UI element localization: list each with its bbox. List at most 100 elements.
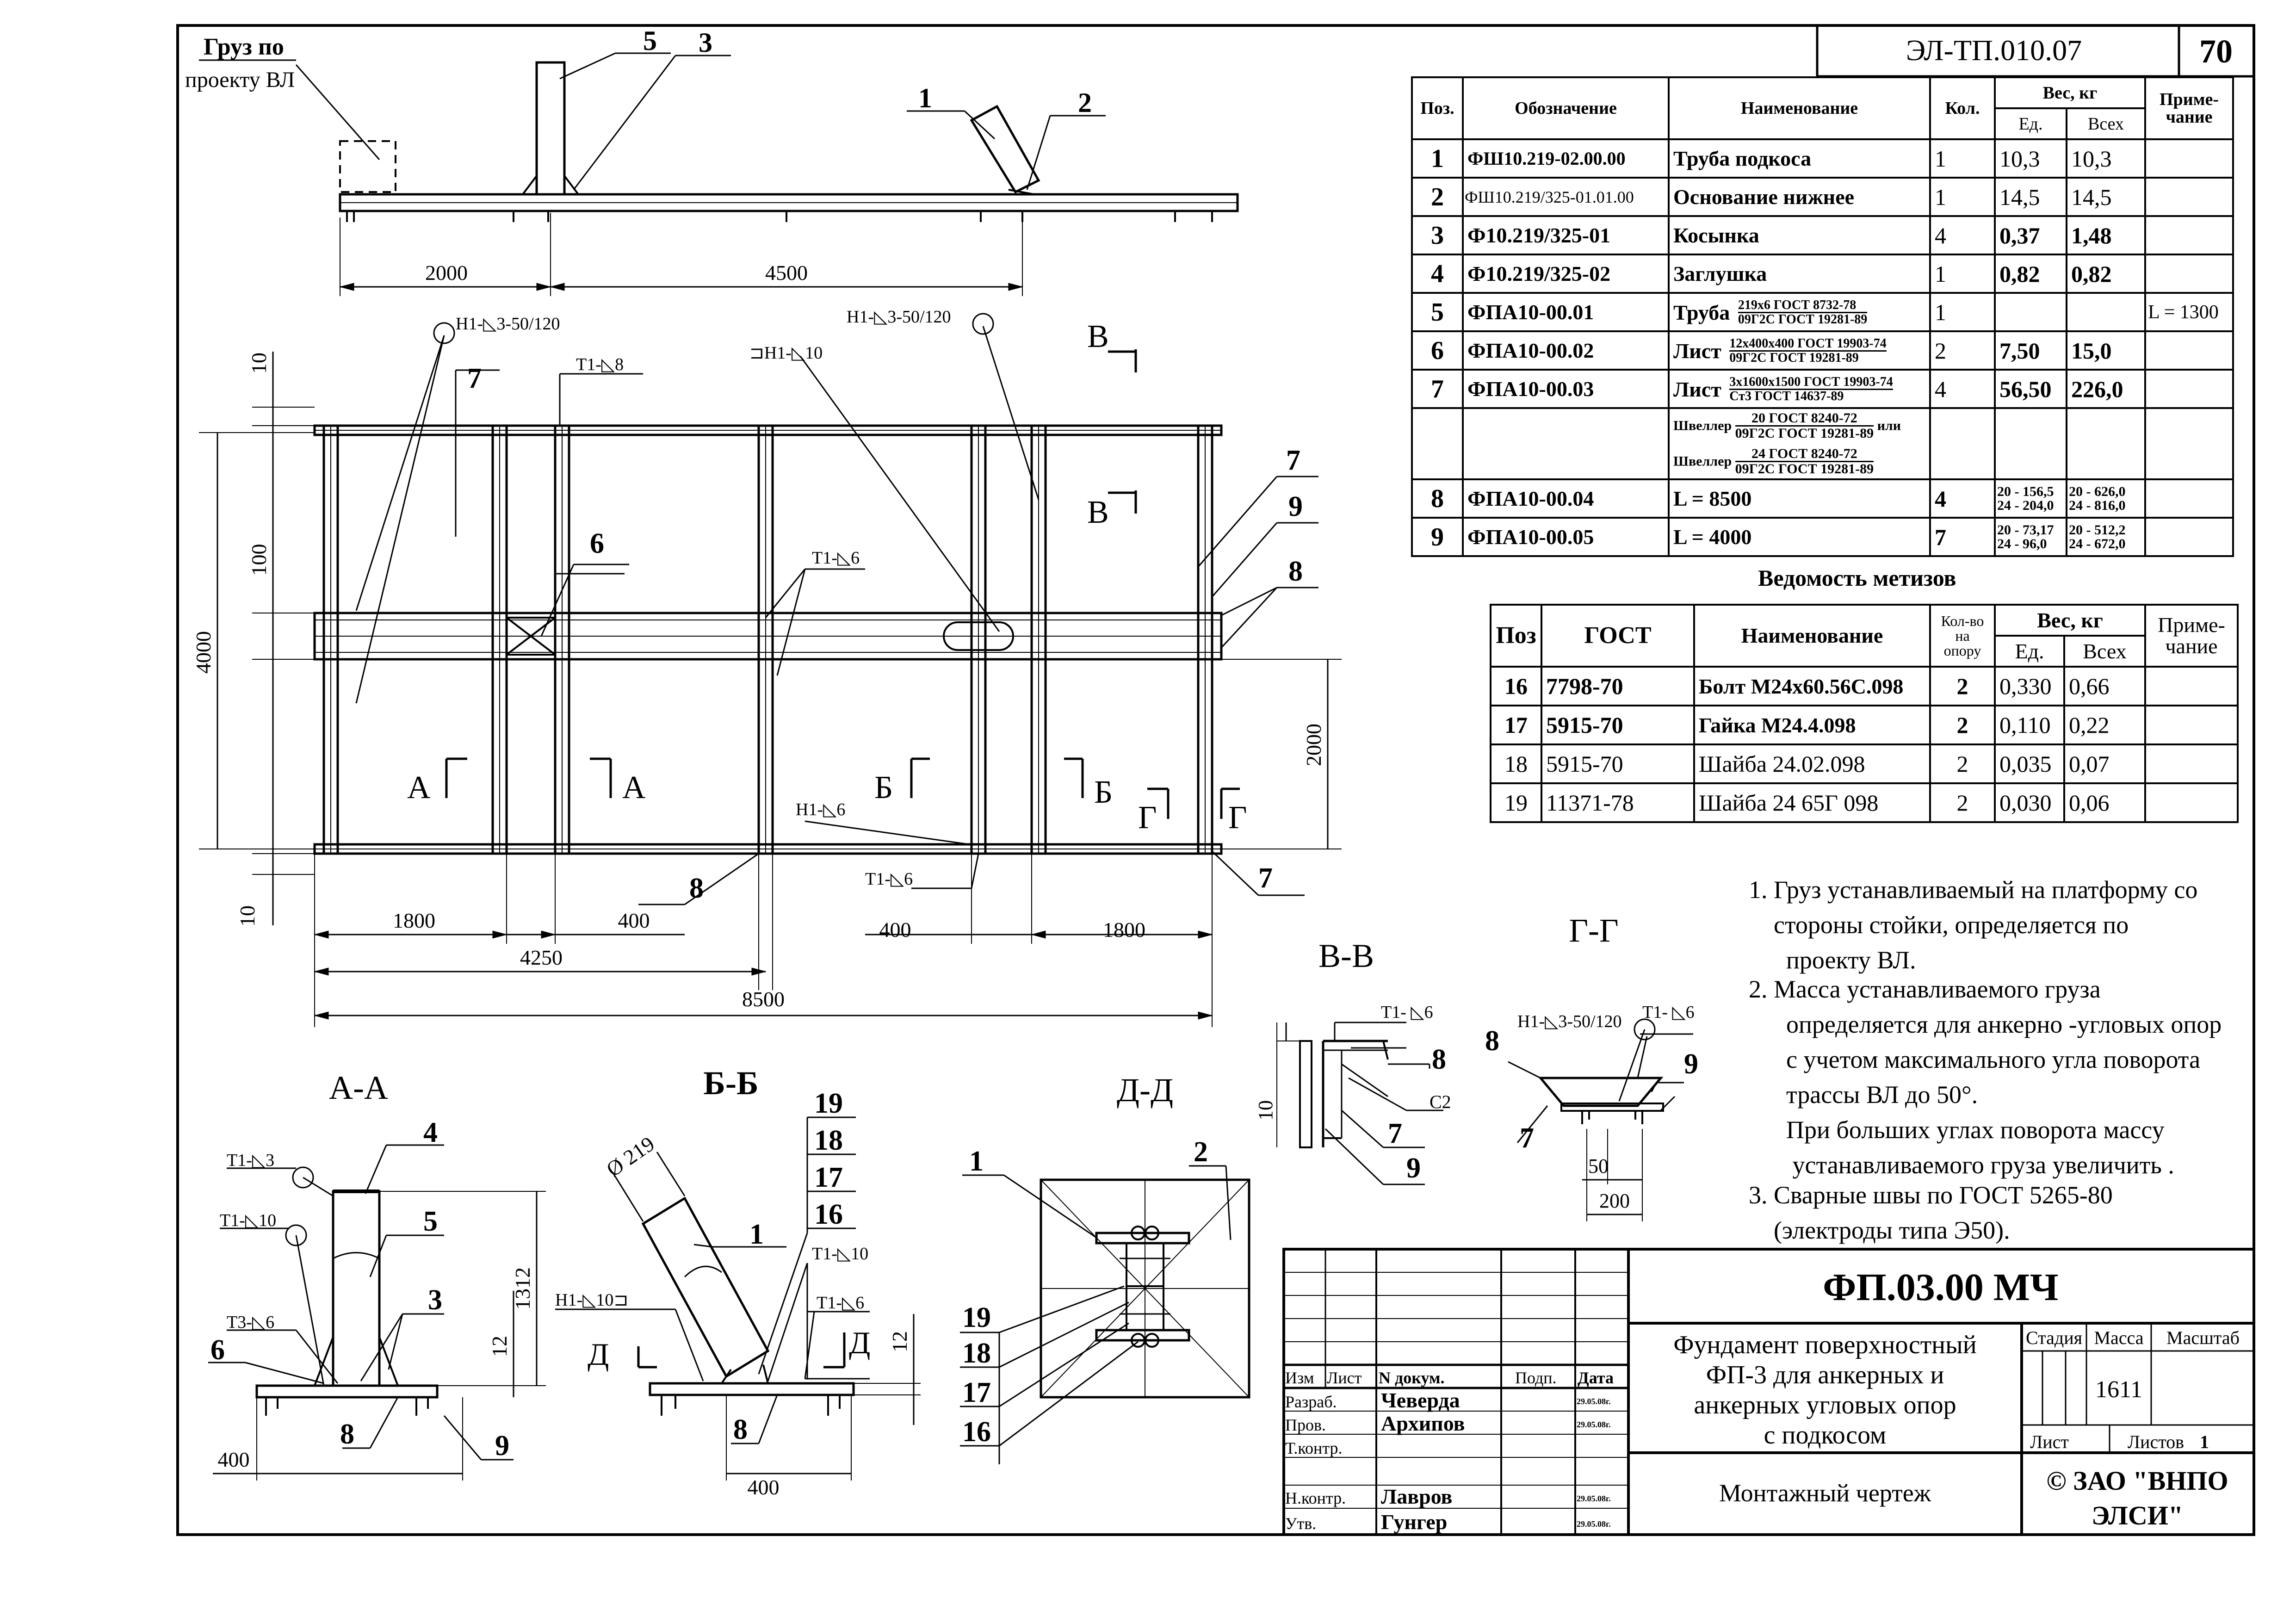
section-mark-v2: В	[1087, 495, 1109, 530]
spec-h-note: Приме-чание	[2144, 76, 2234, 140]
spec-name: Труба подкоса	[1668, 138, 1931, 179]
spec-channel-a2: 24 ГОСТ 8240-72	[1735, 447, 1874, 462]
spec-row: 1 ФШ10.219-02.00.00 Труба подкоса 1 10,3…	[1411, 138, 2234, 179]
spec-qty: 1	[1929, 254, 1996, 294]
spec-qty: 4	[1929, 215, 1996, 255]
spec-pos: 7	[1411, 369, 1464, 409]
spec-total: 14,5	[2066, 177, 2146, 217]
spec-designation: ФШ10.219-02.00.00	[1462, 138, 1670, 179]
bolt-gost: 7798-70	[1541, 666, 1695, 706]
bolt-pos: 18	[1490, 743, 1542, 784]
plan-callout-7a: 7	[467, 363, 482, 394]
spec-name: L = 8500	[1668, 478, 1931, 519]
bb-callout-8: 8	[733, 1414, 748, 1445]
spec-note	[2144, 215, 2234, 255]
bb-dim-400: 400	[748, 1475, 780, 1499]
bolt-row: 16 7798-70 Болт М24х60.56С.098 2 0,330 0…	[1490, 666, 2239, 706]
spec-unit: 7,50	[1994, 330, 2067, 371]
spec-note	[2144, 254, 2234, 294]
tb-col-ndoc: N докум.	[1379, 1369, 1445, 1387]
sheet-frame	[176, 24, 2255, 1536]
vv-dim-10: 10	[1254, 1100, 1277, 1121]
plan-weld-t1-6a: Т1-◺6	[812, 548, 860, 568]
spec-unit: 14,5	[1994, 177, 2067, 217]
spec-pos: 4	[1411, 254, 1464, 294]
bolt-h-total: Всех	[2063, 635, 2146, 668]
spec-qty: 1	[1929, 292, 1996, 332]
dd-callout-17: 17	[962, 1377, 991, 1408]
section-bb-title: Б-Б	[703, 1065, 758, 1102]
bb-sec-d2: Д	[849, 1325, 870, 1360]
spec-pos: 6	[1411, 330, 1464, 371]
spec-qty: 1	[1929, 177, 1996, 217]
spec-unit-cell: 20 - 73,17 24 - 96,0	[1994, 517, 2067, 557]
spec-designation: Ф10.219/325-01	[1462, 215, 1670, 255]
title-line-2: ФП-3 для анкерных и	[1706, 1361, 1944, 1389]
bolt-pos: 16	[1490, 666, 1542, 706]
dd-callout-2: 2	[1194, 1136, 1208, 1168]
spec-name: Косынка	[1668, 215, 1931, 255]
spec-h-total: Всех	[2066, 107, 2146, 140]
plan-dim-1800a: 1800	[393, 909, 435, 932]
spec-total: 226,0	[2066, 369, 2146, 409]
tb-role-2: Т.контр.	[1285, 1439, 1343, 1457]
bolt-h-pos: Поз	[1490, 604, 1542, 668]
spec-total-2: 24 - 672,0	[2069, 536, 2126, 551]
dd-callout-1: 1	[969, 1146, 984, 1177]
bolt-total: 0,22	[2063, 705, 2146, 745]
tb-role-4: Утв.	[1285, 1514, 1316, 1533]
tb-scale-label: Масштаб	[2166, 1327, 2240, 1348]
plan-dim-100: 100	[247, 544, 271, 576]
top-callout-1: 1	[918, 83, 932, 113]
spec-channel-w2: Швеллер	[1673, 453, 1732, 469]
plan-weld-t1-6b: Т1-◺6	[865, 869, 913, 889]
company-line-2: ЭЛСИ"	[2092, 1500, 2183, 1530]
section-dd-drawing	[960, 1165, 1250, 1464]
plan-weld-n1-b: Н1-◺3-50/120	[847, 307, 951, 327]
vv-callout-c2: С2	[1430, 1091, 1451, 1112]
spec-total-1: 20 - 626,0	[2069, 483, 2126, 499]
plan-weld-n1-10: ⊐Н1-◺10	[749, 343, 823, 363]
section-vv-title: В-В	[1318, 937, 1374, 974]
bolt-row: 19 11371-78 Шайба 24 65Г 098 2 0,030 0,0…	[1490, 782, 2239, 823]
tb-stage-label: Стадия	[2026, 1327, 2082, 1348]
spec-table: Поз. Обозначение Наименование Кол. Вес, …	[1411, 76, 2234, 557]
spec-row: 5 ФПА10-00.01 Труба 219х6 ГОСТ 8732-78 0…	[1411, 292, 2234, 332]
aa-dim-12: 12	[488, 1336, 511, 1357]
spec-designation: Ф10.219/325-02	[1462, 254, 1670, 294]
spec-sub1: 12х400х400 ГОСТ 19903-74	[1729, 336, 1887, 352]
dd-callout-16: 16	[962, 1416, 991, 1448]
page-number: 70	[2199, 33, 2233, 70]
spec-designation: ФПА10-00.05	[1462, 517, 1670, 557]
bolt-pos: 17	[1490, 705, 1542, 745]
spec-designation: ФШ10.219/325-01.01.00	[1462, 177, 1670, 217]
spec-row: 7 ФПА10-00.03 Лист 3х1600х1500 ГОСТ 1990…	[1411, 369, 2234, 409]
tb-sheets-value: 1	[2200, 1431, 2209, 1452]
bolt-unit: 0,035	[1994, 743, 2065, 784]
bb-weld-t1-10: Т1-◺10	[812, 1244, 868, 1264]
bolt-h-qty-3: опору	[1943, 642, 1981, 659]
tb-mass-value: 1611	[2095, 1376, 2142, 1403]
bolt-h-qty-2: на	[1955, 627, 1970, 644]
spec-channel-a1: 20 ГОСТ 8240-72	[1735, 411, 1874, 427]
spec-designation: ФПА10-00.03	[1462, 369, 1670, 409]
tb-name-1: Архипов	[1381, 1412, 1465, 1435]
spec-total: 0,82	[2066, 254, 2146, 294]
section-mark-g2: Г	[1228, 800, 1247, 836]
spec-channel-row: Швеллер 20 ГОСТ 8240-72 09Г2С ГОСТ 19281…	[1411, 407, 2234, 480]
spec-h-pos: Поз.	[1411, 76, 1464, 140]
aa-callout-9: 9	[495, 1430, 509, 1462]
bolt-total: 0,66	[2063, 666, 2146, 706]
top-dim-2000: 2000	[425, 261, 468, 285]
spec-name-cell: Труба 219х6 ГОСТ 8732-78 09Г2С ГОСТ 1928…	[1668, 292, 1931, 332]
bolt-table-title: Ведомость метизов	[1758, 565, 1956, 591]
spec-row: 8 ФПА10-00.04 L = 8500 4 20 - 156,5 24 -…	[1411, 478, 2234, 519]
plan-dim-4000: 4000	[192, 631, 215, 674]
spec-unit: 0,82	[1994, 254, 2067, 294]
plan-dim-400b: 400	[879, 918, 911, 942]
spec-unit-2: 24 - 96,0	[1997, 536, 2047, 551]
bolt-table: Поз ГОСТ Наименование Кол-во на опору Ве…	[1490, 604, 2239, 823]
aa-dim-1312: 1312	[511, 1267, 534, 1310]
spec-unit-cell: 20 - 156,5 24 - 204,0	[1994, 478, 2067, 519]
aa-dim-400: 400	[218, 1448, 250, 1471]
